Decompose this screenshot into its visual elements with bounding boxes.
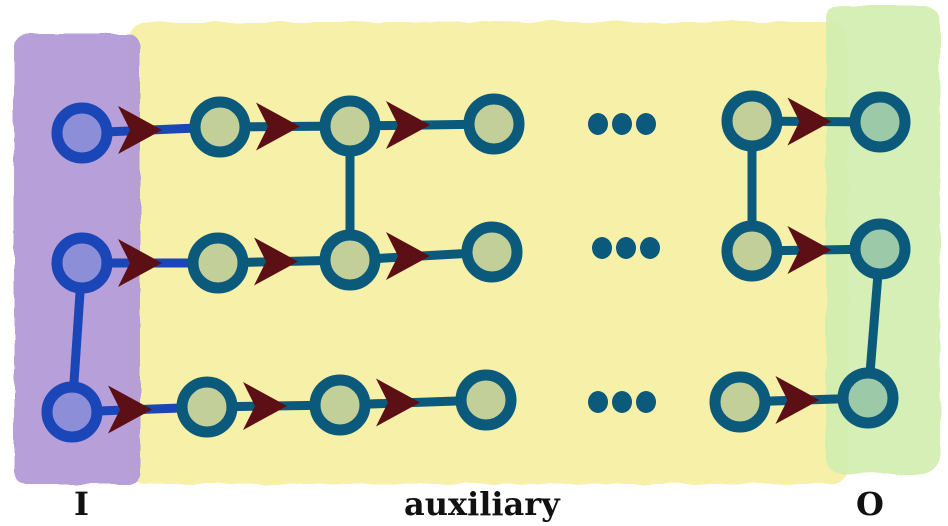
arrowhead — [256, 102, 300, 151]
arrowhead — [118, 239, 162, 287]
input-node — [41, 381, 103, 443]
input-node — [51, 232, 113, 294]
ellipses — [588, 113, 660, 413]
auxiliary-node — [463, 93, 525, 155]
auxiliary-node — [189, 96, 251, 158]
ellipsis-dot — [592, 237, 612, 259]
arrowhead — [386, 101, 430, 149]
input-label: I — [74, 485, 89, 523]
ellipsis-dot — [588, 113, 608, 135]
auxiliary-node — [721, 90, 783, 152]
arrowhead — [118, 106, 162, 154]
arrowhead — [108, 385, 152, 434]
auxiliary-node — [721, 220, 783, 282]
ellipsis-dot — [616, 237, 636, 259]
arrowhead — [775, 376, 820, 424]
ellipsis-dot — [612, 391, 632, 413]
auxiliary-node — [709, 371, 771, 433]
ellipsis-dot — [636, 391, 656, 413]
auxiliary-node — [455, 369, 517, 431]
output-node — [849, 91, 911, 153]
auxiliary-label: auxiliary — [404, 485, 560, 523]
auxiliary-node — [187, 232, 249, 294]
auxiliary-node — [176, 376, 238, 438]
auxiliary-node — [319, 229, 381, 291]
arrowhead — [376, 378, 420, 427]
output-node — [849, 218, 911, 280]
arrowhead — [254, 237, 298, 286]
ellipsis — [588, 113, 656, 135]
ellipsis — [592, 237, 660, 259]
output-label: O — [856, 485, 884, 523]
output-node — [837, 367, 899, 429]
ellipsis-dot — [612, 113, 632, 135]
arrowhead — [386, 232, 430, 280]
ellipsis — [588, 391, 656, 413]
arrowhead — [787, 226, 832, 274]
input-node — [51, 102, 113, 164]
ellipsis-dot — [640, 237, 660, 259]
auxiliary-node — [319, 95, 381, 157]
arrows — [108, 97, 832, 434]
auxiliary-node — [461, 221, 523, 283]
arrowhead — [787, 97, 832, 146]
ellipsis-dot — [636, 113, 656, 135]
ellipsis-dot — [588, 391, 608, 413]
auxiliary-node — [309, 374, 371, 436]
nodes — [41, 90, 911, 443]
arrowhead — [243, 382, 287, 430]
